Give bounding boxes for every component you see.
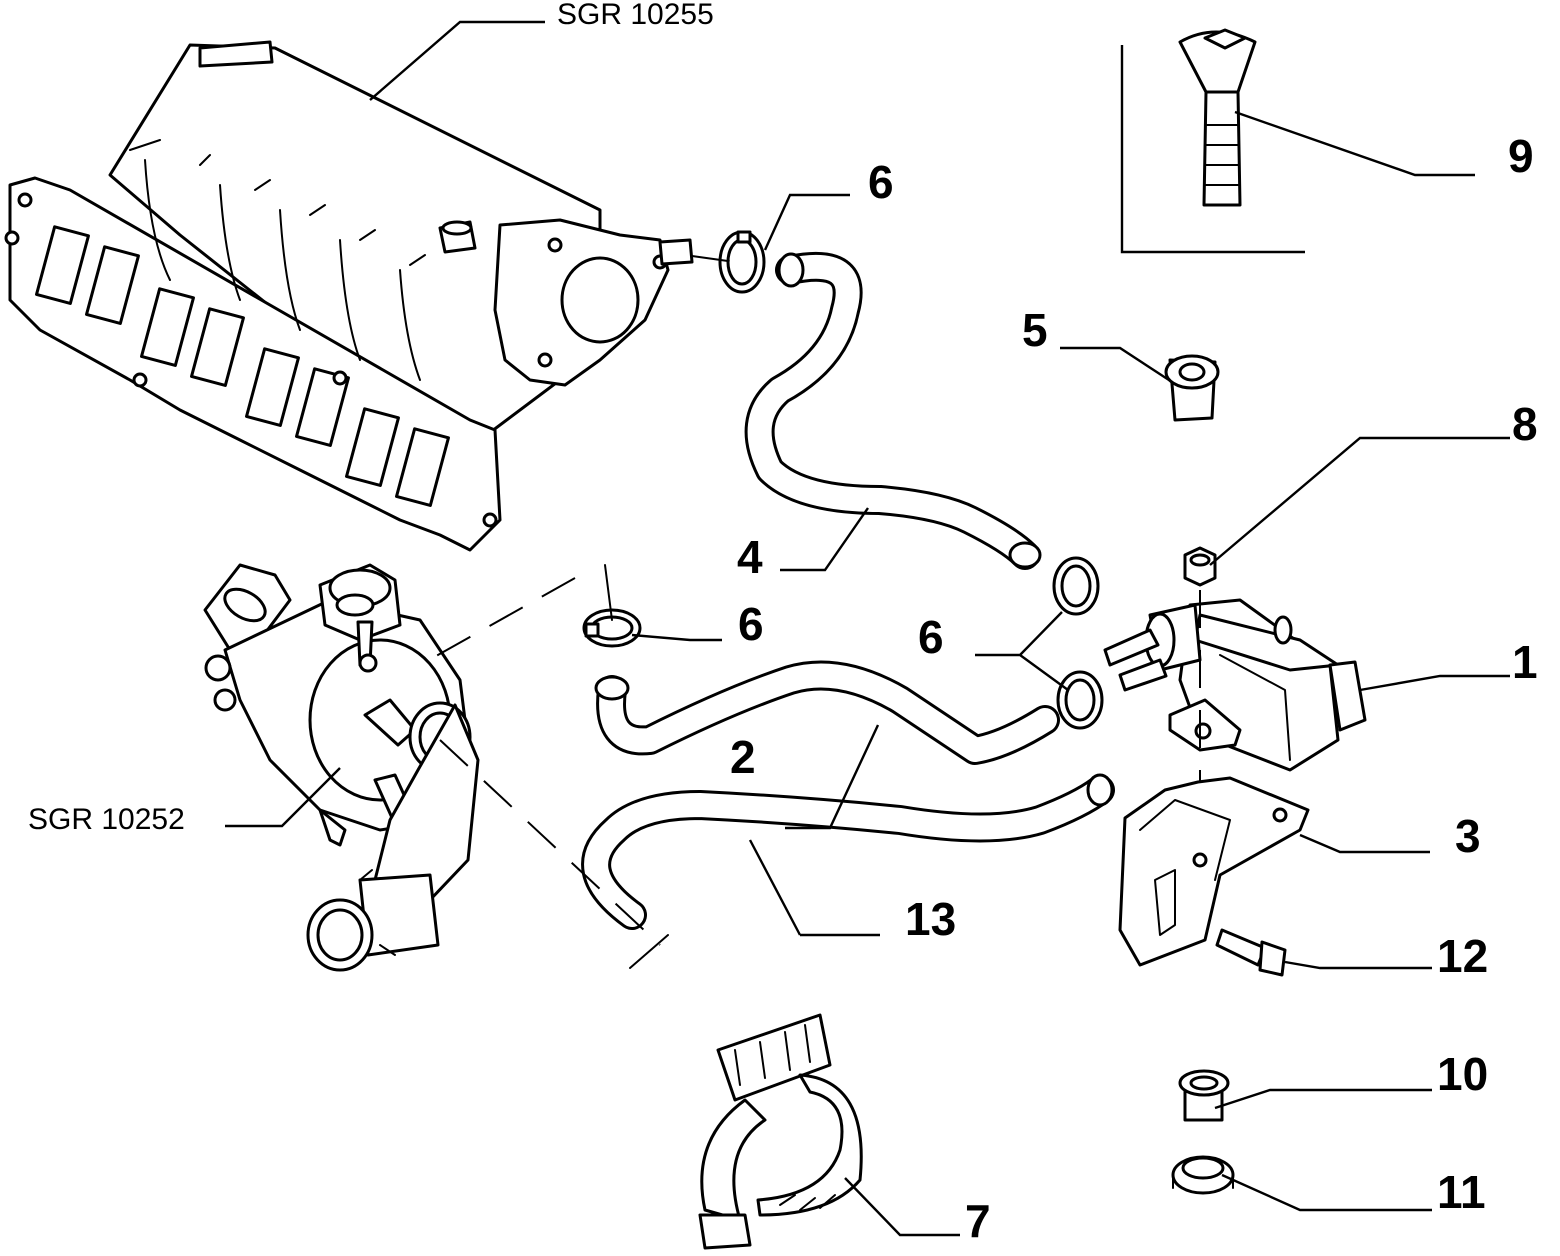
bolt-12 [1215, 928, 1287, 977]
hose-clamp-left [582, 608, 642, 648]
solenoid-valve [1103, 598, 1367, 772]
egr-valve [203, 563, 480, 972]
callout-5: 5 [1022, 304, 1048, 356]
callout-9: 9 [1508, 130, 1534, 182]
callout-4: 4 [737, 531, 763, 583]
hose-13 [581, 773, 1115, 930]
assembly-dash-lines [419, 255, 736, 969]
sleeve-10 [1178, 1069, 1230, 1122]
egr-valve-reference: SGR 10252 [28, 803, 185, 836]
callout-8: 8 [1512, 398, 1538, 450]
screw-frame [1120, 45, 1305, 254]
callout-6-left: 6 [738, 598, 764, 650]
callout-2: 2 [730, 731, 756, 783]
callout-10: 10 [1437, 1048, 1488, 1100]
screw-9 [1120, 28, 1305, 254]
callout-7: 7 [965, 1195, 991, 1247]
hose-2 [594, 660, 1060, 765]
seal-ring-11 [1171, 1155, 1235, 1195]
bushing-5 [1164, 354, 1220, 422]
mounting-bracket [1118, 776, 1310, 967]
callout-6-top: 6 [868, 156, 894, 208]
callout-12: 12 [1437, 930, 1488, 982]
hose-4 [744, 251, 1042, 570]
hose-clip-7 [698, 1013, 863, 1250]
callout-1: 1 [1512, 636, 1538, 688]
callout-3: 3 [1455, 810, 1481, 862]
manifold-reference: SGR 10255 [557, 0, 714, 31]
callout-11: 11 [1437, 1166, 1486, 1218]
callout-13: 13 [905, 893, 956, 945]
callout-6-middle: 6 [918, 611, 944, 663]
nut [1183, 546, 1217, 587]
hose-clamp-top [718, 230, 766, 294]
leader-lines [225, 20, 1510, 1237]
hose-clamp-mid-upper [1052, 556, 1100, 616]
hose-clamp-mid-lower [1056, 670, 1104, 730]
intake-manifold [4, 40, 694, 552]
